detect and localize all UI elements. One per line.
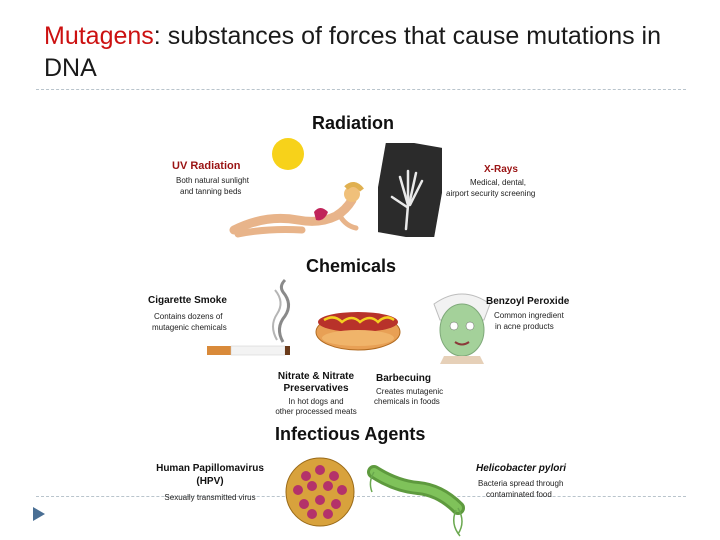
nitrate-label-line-1: Nitrate & Nitrate xyxy=(277,371,355,382)
h-pylori-desc-2: contaminated food xyxy=(486,490,552,499)
uv-radiation-desc-2: and tanning beds xyxy=(180,187,242,196)
benzoyl-peroxide-desc-2: in acne products xyxy=(495,322,554,331)
title-term: Mutagens xyxy=(44,22,154,50)
nitrate-desc-1: In hot dogs and xyxy=(288,397,344,406)
h-pylori-desc-1: Bacteria spread through xyxy=(478,479,564,488)
barbecuing-label: Barbecuing xyxy=(376,373,432,384)
slide-title: Mutagens: substances of forces that caus… xyxy=(44,20,664,84)
title-definition: : substances of forces that cause mutati… xyxy=(44,22,662,82)
cigarette-smoke-label: Cigarette Smoke xyxy=(148,295,227,306)
nitrate-desc-2: other processed meats xyxy=(275,407,357,416)
bullet-arrow-icon xyxy=(33,507,45,521)
sun-icon xyxy=(272,138,304,170)
chemicals-heading: Chemicals xyxy=(306,256,397,276)
xrays-desc-1: Medical, dental, xyxy=(470,178,527,187)
xray-hand-illustration xyxy=(378,143,442,237)
cigarette-smoke-desc-2: mutagenic chemicals xyxy=(152,323,227,332)
xrays-label: X-Rays xyxy=(484,164,518,175)
h-pylori-label: Helicobacter pylori xyxy=(476,463,567,474)
cigarette-smoke-desc-1: Contains dozens of xyxy=(154,312,223,321)
top-divider xyxy=(36,89,686,90)
hpv-label-line-1: Human Papillomavirus xyxy=(156,463,264,474)
hpv-virus-illustration xyxy=(285,457,355,527)
infectious-agents-heading: Infectious Agents xyxy=(275,424,426,444)
sunbather-illustration xyxy=(229,182,364,238)
cigarette-illustration xyxy=(207,278,290,356)
xrays-desc-2: airport security screening xyxy=(446,189,536,198)
barbecuing-desc-1: Creates mutagenic xyxy=(376,387,444,396)
benzoyl-peroxide-label: Benzoyl Peroxide xyxy=(486,296,570,307)
uv-radiation-desc-1: Both natural sunlight xyxy=(176,176,249,185)
hotdog-illustration xyxy=(315,312,401,351)
bottom-divider xyxy=(36,496,686,497)
radiation-heading: Radiation xyxy=(312,113,395,133)
hpv-desc: Sexually transmitted virus xyxy=(164,493,256,502)
barbecuing-desc-2: chemicals in foods xyxy=(374,397,440,406)
face-mask-illustration xyxy=(433,293,491,364)
uv-radiation-label: UV Radiation xyxy=(172,160,241,172)
hpv-label-line-2: (HPV) xyxy=(196,476,224,487)
benzoyl-peroxide-desc-1: Common ingredient xyxy=(494,311,564,320)
nitrate-label-line-2: Preservatives xyxy=(283,383,349,394)
h-pylori-bacterium-illustration xyxy=(367,465,465,537)
